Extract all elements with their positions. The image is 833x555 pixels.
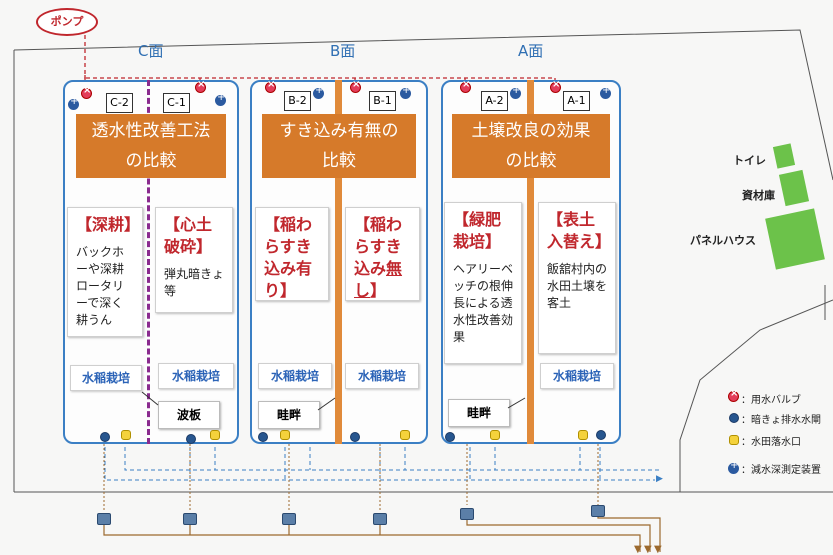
outlet-icon [490, 430, 500, 440]
building-storage-label: 資材庫 [742, 189, 775, 202]
face-label-c: C面 [138, 42, 164, 60]
rice-label-b1: 水稲栽培 [345, 363, 419, 389]
outlet-icon [210, 430, 220, 440]
plot-tag-b1: B-1 [369, 91, 396, 111]
card-c2-title: 【深耕】 [76, 215, 141, 234]
outlet-icon [280, 430, 290, 440]
card-c2-desc: バックホーや深耕ロータリーで深く耕うん [76, 245, 125, 327]
header-a-line2: の比較 [505, 151, 557, 171]
valve-icon [460, 79, 471, 93]
card-a2-title: 【緑肥栽培】 [453, 210, 502, 251]
header-a: 土壌改良の効果 の比較 [452, 114, 610, 178]
depth-meter-icon [400, 85, 411, 99]
outlet-icon [121, 430, 131, 440]
depth-meter-icon [68, 96, 79, 110]
arrow-icon: ▶ [656, 474, 663, 484]
face-label-b: B面 [330, 42, 356, 60]
callout-namiita: 波板 [158, 401, 220, 429]
valve-icon [265, 79, 276, 93]
plot-tag-c1: C-1 [163, 93, 190, 113]
card-a2-desc: ヘアリーベッチの根伸長による透水性改善効果 [453, 262, 514, 344]
drain-icon [596, 430, 606, 440]
collection-box-icon [183, 513, 197, 525]
card-a1-desc: 飯舘村内の水田土壌を客土 [547, 262, 608, 310]
header-a-line1: 土壌改良の効果 [471, 121, 591, 141]
header-b-line1: すき込み有無の [279, 121, 399, 141]
rice-label-a1: 水稲栽培 [540, 363, 614, 389]
rice-label-c1: 水稲栽培 [158, 363, 234, 389]
card-a2: 【緑肥栽培】 ヘアリーベッチの根伸長による透水性改善効果 [444, 202, 522, 364]
legend-valve-icon [728, 388, 739, 402]
drain-icon [258, 432, 268, 442]
collection-box-icon [97, 513, 111, 525]
building-toilet-label: トイレ [733, 154, 766, 167]
legend-meter-icon [728, 460, 739, 474]
depth-meter-icon [313, 85, 324, 99]
outlet-icon [400, 430, 410, 440]
pump-label: ポンプ [36, 8, 98, 36]
card-c1: 【心土破砕】 弾丸暗きょ等 [155, 207, 233, 313]
valve-icon [195, 79, 206, 93]
drain-icon [100, 432, 110, 442]
collection-box-icon [460, 508, 474, 520]
header-b-line2: 比較 [322, 151, 356, 171]
valve-icon [350, 79, 361, 93]
card-c2: 【深耕】 バックホーや深耕ロータリーで深く耕うん [67, 207, 143, 337]
face-label-a: A面 [518, 42, 544, 60]
plot-tag-c2: C-2 [106, 93, 133, 113]
drain-icon [350, 432, 360, 442]
divider-a [527, 80, 534, 444]
card-a1-title: 【表土入替え】 [547, 210, 612, 251]
legend-drain-label: ：暗きょ排水水閘 [741, 415, 821, 426]
outlet-icon [578, 430, 588, 440]
arrow-icon: ▼ [644, 544, 652, 555]
header-c: 透水性改善工法 の比較 [76, 114, 226, 178]
collection-box-icon [591, 505, 605, 517]
header-b: すき込み有無の 比較 [262, 114, 416, 178]
rice-label-b2: 水稲栽培 [258, 363, 332, 389]
callout-aze-b: 畦畔 [258, 401, 320, 429]
card-a1: 【表土入替え】 飯舘村内の水田土壌を客土 [538, 202, 616, 354]
arrow-icon: ▼ [634, 544, 642, 555]
depth-meter-icon [510, 85, 521, 99]
card-b1-title: 【稲わらすき込み無し】 [354, 215, 403, 300]
legend-outlet-icon [729, 435, 739, 445]
drain-icon [186, 434, 196, 444]
card-c1-desc: 弾丸暗きょ等 [164, 267, 225, 298]
card-b2: 【稲わらすき込み有り】 [255, 207, 329, 301]
depth-meter-icon [600, 85, 611, 99]
collection-box-icon [282, 513, 296, 525]
card-b2-title: 【稲わらすき込み有り】 [264, 215, 313, 300]
plot-tag-a1: A-1 [563, 91, 590, 111]
divider-b [335, 80, 342, 444]
valve-icon [81, 85, 92, 99]
depth-meter-icon [215, 92, 226, 106]
valve-icon [550, 79, 561, 93]
card-b1: 【稲わらすき込み無し】 [345, 207, 420, 301]
plot-tag-b2: B-2 [284, 91, 311, 111]
drain-icon [445, 432, 455, 442]
card-c1-title: 【心土破砕】 [164, 215, 213, 256]
legend-valve-label: ：用水バルブ [741, 395, 801, 406]
header-c-line2: の比較 [125, 151, 177, 171]
rice-label-c2: 水稲栽培 [70, 365, 142, 391]
legend-drain-icon [729, 413, 739, 423]
arrow-icon: ▼ [654, 544, 662, 555]
legend-meter-label: ：減水深測定装置 [741, 465, 821, 476]
divider-c [147, 80, 150, 444]
plot-tag-a2: A-2 [481, 91, 508, 111]
collection-box-icon [373, 513, 387, 525]
header-c-line1: 透水性改善工法 [91, 121, 211, 141]
building-panel-house [765, 208, 825, 270]
legend-outlet-label: ：水田落水口 [741, 437, 801, 448]
building-panel-house-label: パネルハウス [690, 234, 756, 247]
callout-aze-a: 畦畔 [448, 399, 510, 427]
